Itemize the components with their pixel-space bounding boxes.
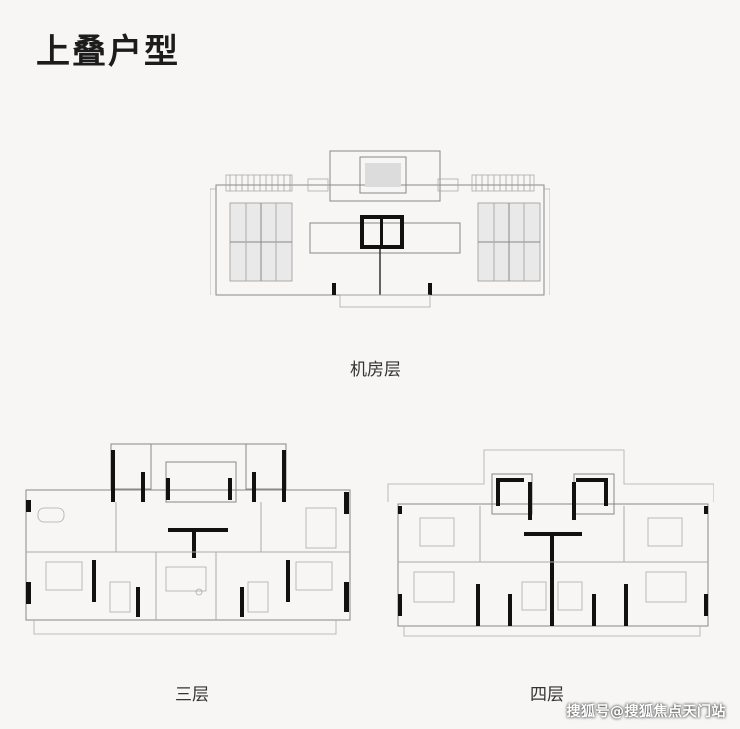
machine-room-label: 机房层 [350, 360, 401, 380]
page-title: 上叠户型 [36, 32, 180, 72]
watermark-text: 搜狐号@搜狐焦点天门站 [566, 704, 726, 720]
floor4-floor-plan [387, 449, 714, 637]
floor3-floor-plan [25, 443, 351, 635]
machine-room-floor-plan [210, 150, 550, 308]
floor3-label: 三层 [175, 685, 209, 705]
floor4-label: 四层 [530, 685, 564, 705]
